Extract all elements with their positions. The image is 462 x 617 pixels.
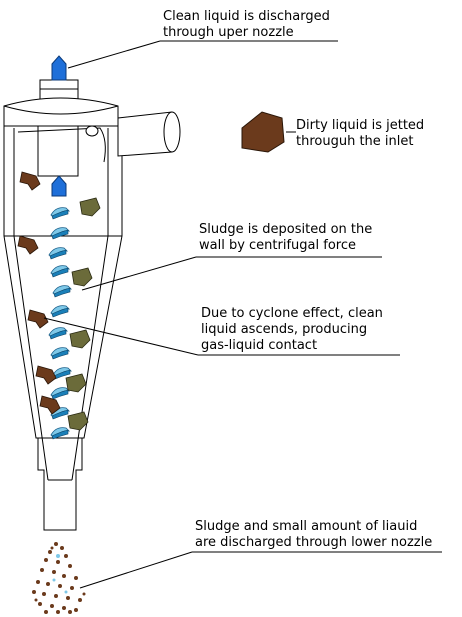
cyclone-effect-label-line-3: gas-liquid contact (201, 338, 318, 353)
lower-discharge-label-line-2: are discharged through lower nozzle (195, 535, 433, 550)
sludge-wall-label-line-2: wall by centrifugal force (199, 238, 356, 253)
lower-discharge-label-line-1: Sludge and small amount of liauid (195, 519, 418, 534)
clean-liquid-label-line-2: through uper nozzle (163, 25, 294, 40)
clean-liquid-label-line-1: Clean liquid is discharged (163, 9, 330, 24)
inlet-opening (163, 111, 181, 153)
dirty-liquid-blob (241, 111, 285, 153)
cyclone-effect-label: Due to cyclone effect, clean liquid asce… (201, 306, 383, 354)
sludge-spray (32, 542, 86, 614)
dirty-liquid-label-line-1: Dirty liquid is jetted (296, 118, 425, 133)
clean-outlet-nozzle (51, 55, 67, 81)
cyclone-effect-label-line-2: liquid ascends, producing (201, 322, 368, 337)
dirty-liquid-label: Dirty liquid is jetted througuh the inle… (296, 118, 424, 150)
sludge-spray-water (52, 554, 68, 594)
inner-wall-curve (17, 127, 106, 163)
clean-liquid-droplet (51, 175, 67, 197)
lower-discharge-label: Sludge and small amount of liauid are di… (195, 519, 432, 551)
sludge-wall-label: Sludge is deposited on the wall by centr… (199, 222, 372, 254)
cyclone-effect-label-line-1: Due to cyclone effect, clean (201, 306, 383, 321)
dirty-liquid-label-line-2: througuh the inlet (296, 134, 414, 149)
vortex-finder (37, 125, 79, 177)
callout-lines (43, 40, 442, 589)
cylinder-top-arc (3, 105, 119, 115)
clean-liquid-label: Clean liquid is discharged through uper … (163, 9, 330, 41)
sludge-wall-label-line-1: Sludge is deposited on the (199, 222, 373, 237)
inlet-port (85, 125, 99, 137)
